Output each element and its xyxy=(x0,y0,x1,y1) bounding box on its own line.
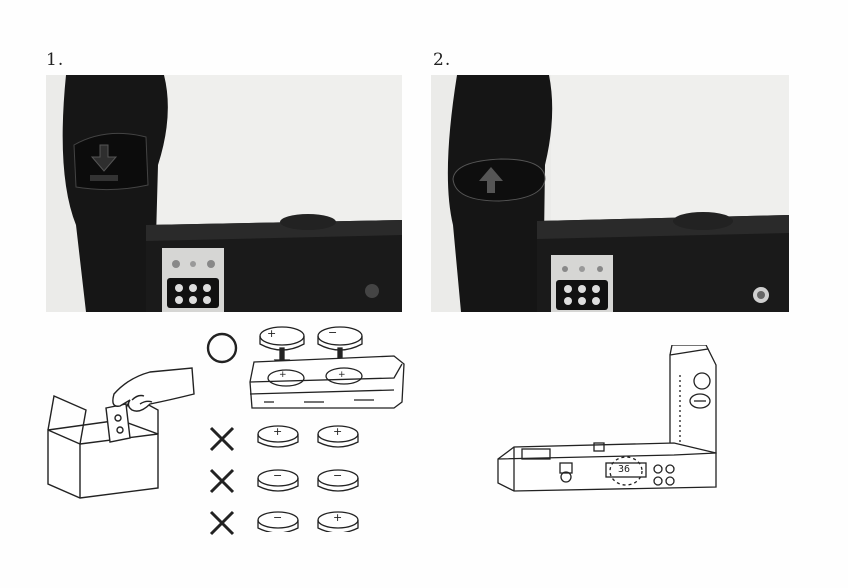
frame-counter-label: 36 xyxy=(618,464,630,475)
battery-plus-label: + xyxy=(333,511,342,524)
photo-step-2 xyxy=(431,75,789,312)
battery-minus-label: − xyxy=(328,326,337,339)
cross-wrong-icon xyxy=(207,424,237,454)
battery-plus-label: + xyxy=(273,425,282,438)
cross-wrong-icon xyxy=(207,466,237,496)
battery-minus-label: − xyxy=(273,469,282,482)
step-number-2: 2. xyxy=(433,50,451,70)
battery-minus-label: − xyxy=(333,469,342,482)
correct-circle-icon xyxy=(205,331,239,365)
disposal-box-illustration xyxy=(40,360,200,500)
tray-plus-label-left: + xyxy=(279,370,287,380)
battery-pair-wrong-1 xyxy=(254,422,364,532)
battery-minus-label: − xyxy=(273,511,282,524)
photo-step-1 xyxy=(46,75,402,312)
tray-plus-label-right: + xyxy=(338,370,346,380)
battery-plus-label: + xyxy=(267,327,276,340)
motor-drive-illustration xyxy=(494,345,734,495)
step-number-1: 1. xyxy=(46,50,64,70)
battery-plus-label: + xyxy=(333,425,342,438)
cross-wrong-icon xyxy=(207,508,237,538)
